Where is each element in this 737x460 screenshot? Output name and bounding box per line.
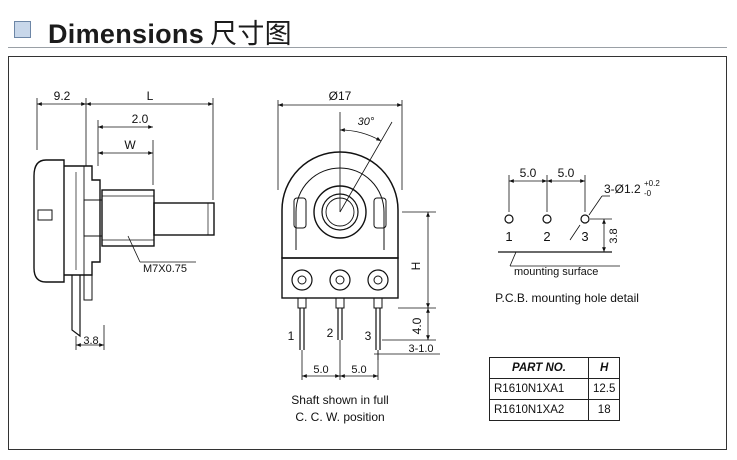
front-pin-3: 3	[365, 329, 372, 343]
table-header-h: H	[587, 357, 621, 379]
pcb-dim-5-0-left: 5.0	[520, 166, 537, 180]
side-dim-L: L	[147, 89, 154, 103]
front-pin-1: 1	[288, 329, 295, 343]
part-number-table: PART NO. H R1610N1XA1 12.5 R1610N1XA2 18	[489, 357, 621, 421]
pcb-dim-3-8: 3.8	[608, 228, 620, 243]
pcb-pin-1: 1	[505, 229, 512, 244]
pcb-tol-minus: -0	[644, 189, 652, 198]
front-dim-4-0: 4.0	[410, 317, 424, 334]
side-dim-3-8: 3.8	[83, 335, 98, 347]
title-bullet-square	[14, 21, 31, 38]
front-pin-2: 2	[327, 326, 334, 340]
pcb-pin-2: 2	[543, 229, 550, 244]
pcb-surface-label: mounting surface	[514, 266, 598, 278]
front-dim-5-0-left: 5.0	[313, 364, 328, 376]
title-text-cn: 尺寸图	[210, 19, 292, 50]
front-dim-H: H	[409, 262, 423, 271]
pcb-hole-spec: 3-Ø1.2	[604, 182, 641, 196]
table-cell-h: 12.5	[587, 378, 621, 400]
front-caption-line1: Shaft shown in full	[291, 393, 388, 407]
pcb-dim-5-0-right: 5.0	[558, 166, 575, 180]
front-dim-5-0-right: 5.0	[351, 364, 366, 376]
front-dim-angle: 30°	[358, 116, 375, 128]
pcb-pin-3: 3	[581, 229, 588, 244]
title-divider	[8, 47, 727, 48]
table-header-part-no: PART NO.	[489, 357, 589, 379]
front-caption-line2: C. C. W. position	[295, 410, 384, 424]
thread-label: M7X0.75	[143, 263, 187, 275]
front-dim-diameter: Ø17	[329, 89, 352, 103]
table-header-row: PART NO. H	[489, 357, 621, 379]
front-dim-3-1-0: 3-1.0	[408, 343, 433, 355]
side-dim-W: W	[124, 138, 136, 152]
table-cell-h: 18	[587, 399, 621, 421]
side-view	[33, 98, 215, 350]
side-dim-9-2: 9.2	[54, 89, 71, 103]
table-row: R1610N1XA1 12.5	[489, 378, 621, 400]
pcb-detail	[498, 175, 620, 267]
title-text: Dimensions	[48, 19, 205, 49]
front-view	[277, 100, 440, 380]
pcb-tol-plus: +0.2	[644, 179, 660, 188]
table-cell-part-no: R1610N1XA2	[489, 399, 589, 421]
pcb-caption: P.C.B. mounting hole detail	[495, 291, 639, 305]
table-row: R1610N1XA2 18	[489, 399, 621, 421]
side-dim-2-0: 2.0	[132, 112, 149, 126]
table-cell-part-no: R1610N1XA1	[489, 378, 589, 400]
drawing-frame	[8, 56, 727, 450]
